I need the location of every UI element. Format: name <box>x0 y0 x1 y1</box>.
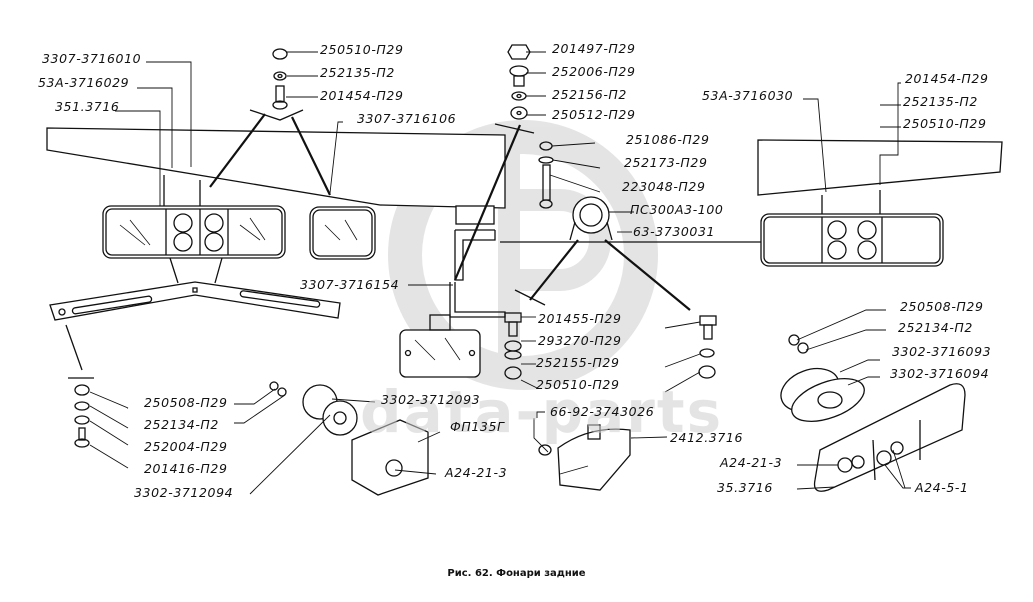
label-center-nut: 250512-П29 <box>552 107 636 122</box>
right-gaskets <box>780 334 865 422</box>
label-bl-gasket: 3302-3712094 <box>134 485 234 500</box>
label-center-bolt: 201497-П29 <box>552 41 636 56</box>
label-bl-washer-2: 252004-П29 <box>144 439 228 454</box>
label-right-bolt: 201454-П29 <box>905 71 989 86</box>
label-bulb-a24-5-1: А24-5-1 <box>915 480 969 495</box>
label-bulb-a24-21-3-right: А24-21-3 <box>720 455 783 470</box>
label-connector: 66-92-3743026 <box>550 404 655 419</box>
lamp-2412-3716 <box>538 424 631 491</box>
label-lamp-35: 35.3716 <box>717 480 773 495</box>
socket-ps300a3 <box>500 196 790 311</box>
label-3307-3716106: 3307-3716106 <box>357 111 457 126</box>
leader-lines <box>89 51 911 495</box>
center-fastener-stack <box>507 44 531 120</box>
label-bl-washer: 252134-П2 <box>144 417 219 432</box>
fog-lamp-fp135g <box>351 419 429 496</box>
label-br-nut: 250508-П29 <box>900 299 984 314</box>
middle-fasteners-right <box>698 315 717 379</box>
label-br-washer: 252134-П2 <box>898 320 973 335</box>
watermark-logo <box>388 120 658 390</box>
label-fog-lamp: ФП135Г <box>450 419 505 434</box>
left-bottom-fasteners <box>65 324 287 448</box>
label-bulb-a24-21-3-left: А24-21-3 <box>445 465 508 480</box>
label-53a-3716029: 53А-3716029 <box>38 75 130 90</box>
combined-lamp-53a <box>760 190 944 267</box>
label-socket-washer: 252173-П29 <box>624 155 708 170</box>
label-bl-bolt: 201416-П29 <box>144 461 228 476</box>
middle-fasteners-left <box>504 312 522 380</box>
label-lamp-2412: 2412.3716 <box>670 430 743 445</box>
label-53a-3716030: 53А-3716030 <box>702 88 794 103</box>
rear-lamp-35-3716 <box>813 383 966 492</box>
label-351-3716: 351.3716 <box>55 99 120 114</box>
figure-caption: Рис. 62. Фонари задние <box>447 568 586 579</box>
label-socket-bolt: 223048-П29 <box>622 179 706 194</box>
label-mid-nut: 250510-П29 <box>536 377 620 392</box>
label-lamp-gasket: 3302-3712093 <box>381 392 481 407</box>
top-fastener-stack <box>209 48 331 196</box>
label-mid-tooth-washer: 293270-П29 <box>538 333 622 348</box>
left-gaskets <box>302 384 358 436</box>
label-3307-3716010: 3307-3716010 <box>42 51 142 66</box>
label-right-nut: 250510-П29 <box>903 116 987 131</box>
label-right-washer: 252135-П2 <box>903 94 978 109</box>
small-lamp-3307-3716106 <box>309 206 376 260</box>
label-mid-bolt: 201455-П29 <box>538 311 622 326</box>
label-socket-nut: 251086-П29 <box>626 132 710 147</box>
label-socket: ПС300А3-100 <box>630 202 724 217</box>
label-bracket-3307-3716154: 3307-3716154 <box>300 277 400 292</box>
center-bracket <box>449 123 535 318</box>
label-top-bolt: 201454-П29 <box>320 88 404 103</box>
label-top-washer: 252135-П2 <box>320 65 395 80</box>
license-lamp-fp135 <box>399 314 481 378</box>
label-mid-washer: 252155-П29 <box>536 355 620 370</box>
mounting-plate <box>49 281 341 321</box>
label-bl-nut: 250508-П29 <box>144 395 228 410</box>
combined-lamp-351 <box>102 175 286 259</box>
label-top-nut: 250510-П29 <box>320 42 404 57</box>
label-br-gasket-1: 3302-3716093 <box>892 344 992 359</box>
label-socket-bracket: 63-3730031 <box>633 224 716 239</box>
watermark-text: data-parts <box>360 378 724 446</box>
label-br-gasket-2: 3302-3716094 <box>890 366 990 381</box>
label-center-washer-2: 252156-П2 <box>552 87 627 102</box>
label-center-washer-1: 252006-П29 <box>552 64 636 79</box>
frame-beam-left <box>46 127 506 209</box>
